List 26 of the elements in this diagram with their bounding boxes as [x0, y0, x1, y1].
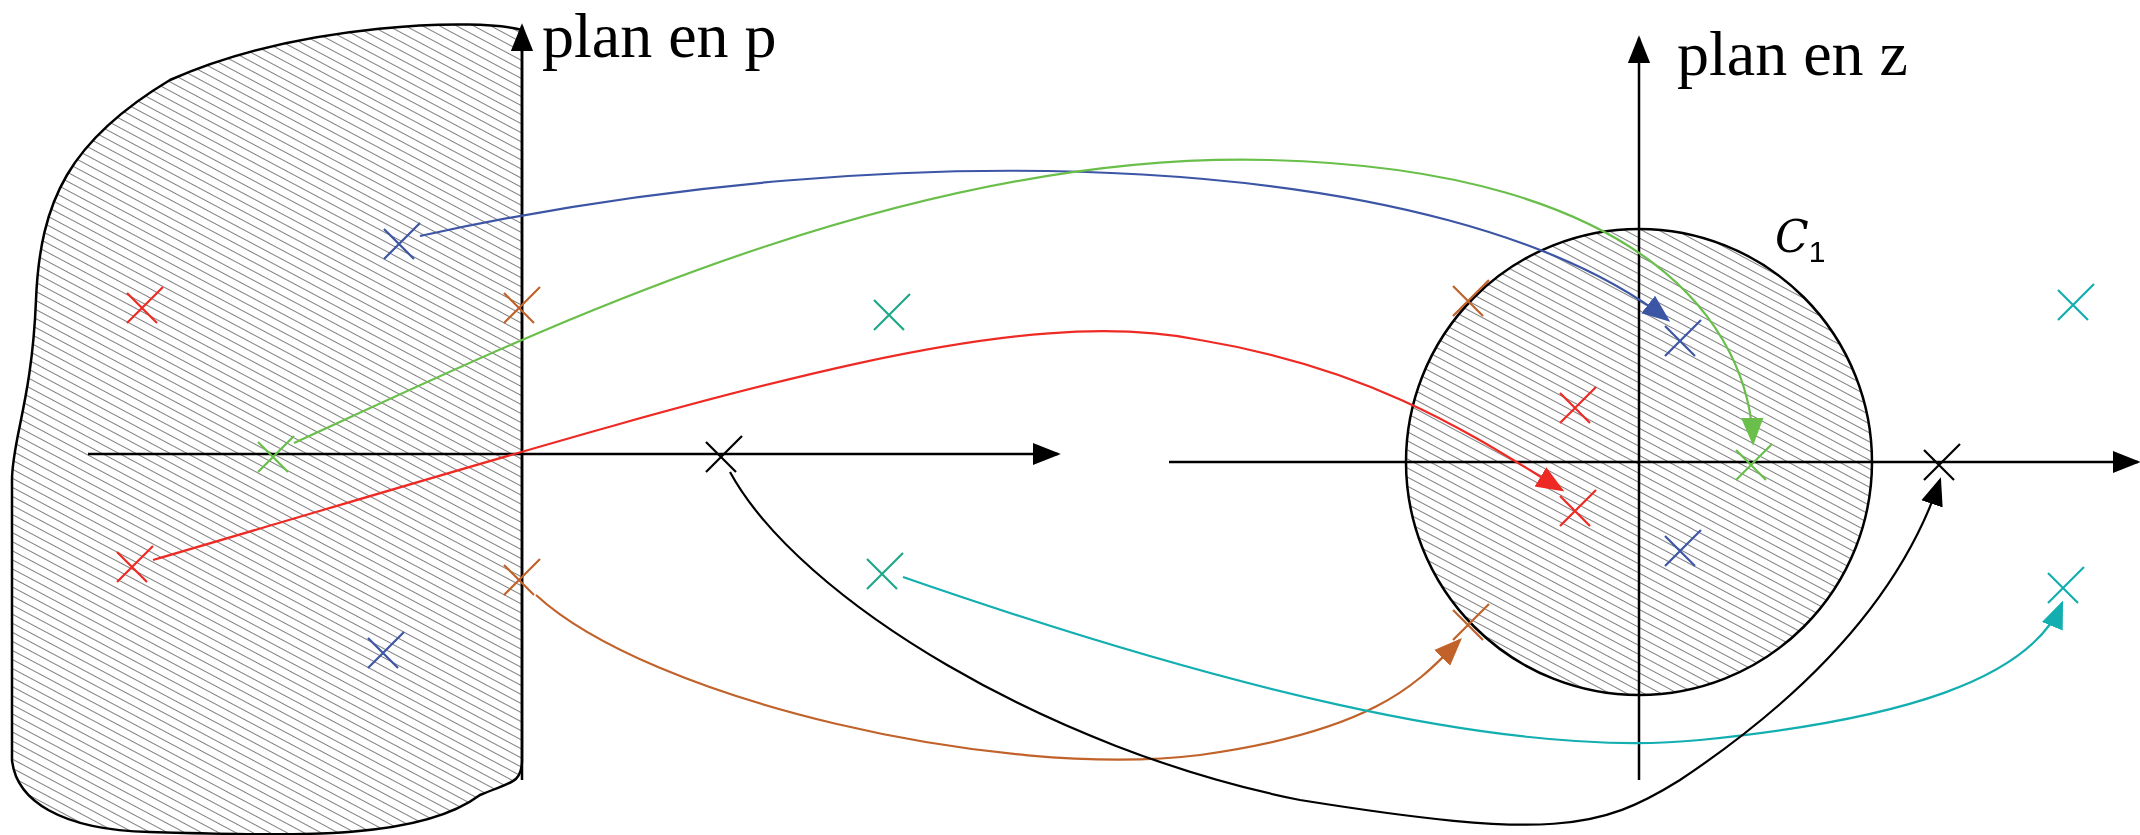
arrow	[293, 158, 1762, 446]
cross-mark	[1663, 318, 1703, 358]
cross-mark	[1663, 528, 1703, 568]
cross-mark	[2046, 565, 2086, 605]
cross-mark	[115, 544, 155, 584]
cross-mark	[256, 434, 296, 474]
cross-mark	[2056, 282, 2096, 322]
cross-mark	[1451, 602, 1491, 642]
cross-mark	[366, 630, 406, 670]
cross-mark	[125, 285, 165, 325]
cross-mark	[872, 292, 912, 332]
cross-mark	[1558, 385, 1598, 425]
cross-mark	[1922, 442, 1962, 482]
cross-mark	[1734, 442, 1774, 482]
arrow	[152, 330, 1565, 562]
cross-mark	[1451, 278, 1491, 318]
cross-mark	[1558, 488, 1598, 528]
cross-mark	[502, 285, 542, 325]
arrow	[729, 471, 1942, 826]
cross-mark	[865, 551, 905, 591]
cross-mark	[382, 221, 422, 261]
arrow	[535, 594, 1462, 761]
arrow	[902, 575, 2064, 744]
cross-mark	[502, 557, 542, 597]
cross-mark	[704, 434, 744, 474]
curve-label: C$_{1}$	[1775, 215, 1826, 267]
